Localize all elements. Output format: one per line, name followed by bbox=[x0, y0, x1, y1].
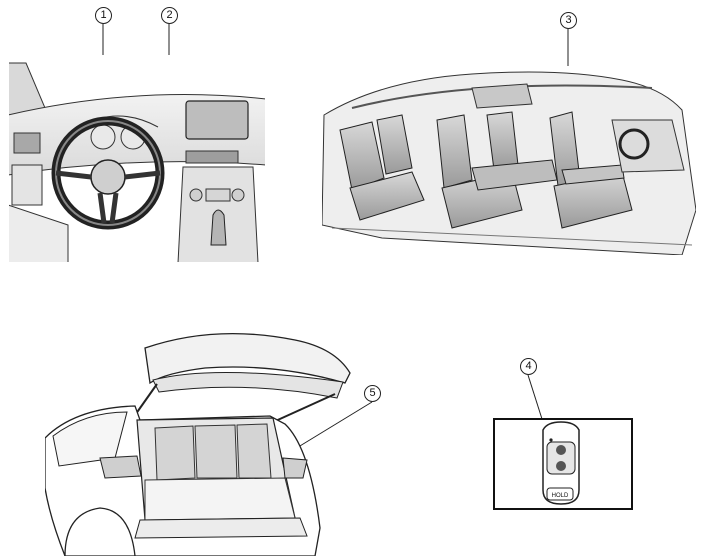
callout-5-label: 5 bbox=[364, 385, 381, 402]
callout-4-label: 4 bbox=[520, 358, 537, 375]
center-display bbox=[185, 100, 249, 140]
dashboard-illustration bbox=[8, 55, 266, 263]
key-fob-box: HOLD bbox=[493, 418, 633, 510]
callout-2-label: 2 bbox=[161, 7, 178, 24]
cabin-cutaway-illustration bbox=[322, 60, 696, 255]
rear-liftgate-illustration bbox=[45, 328, 390, 556]
callout-1-label: 1 bbox=[95, 7, 112, 24]
callout-3-label: 3 bbox=[560, 12, 577, 29]
hold-button-label: HOLD bbox=[551, 493, 569, 499]
lock-button bbox=[556, 445, 566, 455]
unlock-button bbox=[556, 461, 566, 471]
